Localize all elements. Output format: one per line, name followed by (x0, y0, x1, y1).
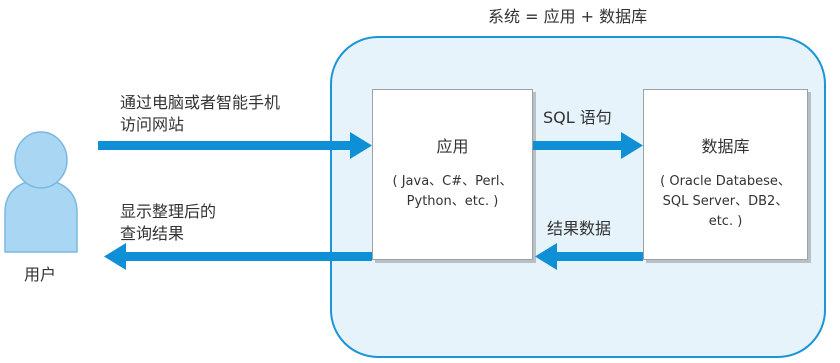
db-detail: ( Oracle Databese、 SQL Server、DB2、 etc. … (643, 172, 808, 232)
sql-arrow (533, 132, 643, 159)
person-icon (4, 131, 78, 253)
app-detail-line1: ( Java、C#、Perl、 (392, 174, 513, 189)
request-label-line2: 访问网站 (120, 115, 185, 134)
database-box (643, 89, 808, 260)
user-label: 用户 (24, 265, 57, 284)
app-box (372, 89, 533, 260)
response-arrow (104, 243, 372, 270)
db-detail-line1: ( Oracle Databese、 (660, 174, 791, 189)
response-label-line2: 查询结果 (120, 224, 185, 243)
app-content: 应用 ( Java、C#、Perl、 Python、etc. ) (372, 136, 533, 212)
sql-label: SQL 语句 (543, 108, 612, 127)
system-label: 系统 = 应用 + 数据库 (488, 7, 648, 26)
request-label-line1: 通过电脑或者智能手机 (120, 93, 281, 112)
db-detail-line2: SQL Server、DB2、 (662, 194, 789, 209)
request-arrow (98, 132, 372, 159)
response-label-line1: 显示整理后的 (120, 202, 217, 221)
db-content: 数据库 ( Oracle Databese、 SQL Server、DB2、 e… (643, 136, 808, 232)
result-arrow (535, 243, 643, 270)
db-detail-line3: etc. ) (708, 214, 743, 229)
db-title: 数据库 (701, 137, 750, 156)
app-detail: ( Java、C#、Perl、 Python、etc. ) (372, 172, 533, 212)
app-title: 应用 (436, 137, 469, 156)
app-detail-line2: Python、etc. ) (406, 194, 499, 209)
result-label: 结果数据 (547, 219, 612, 238)
